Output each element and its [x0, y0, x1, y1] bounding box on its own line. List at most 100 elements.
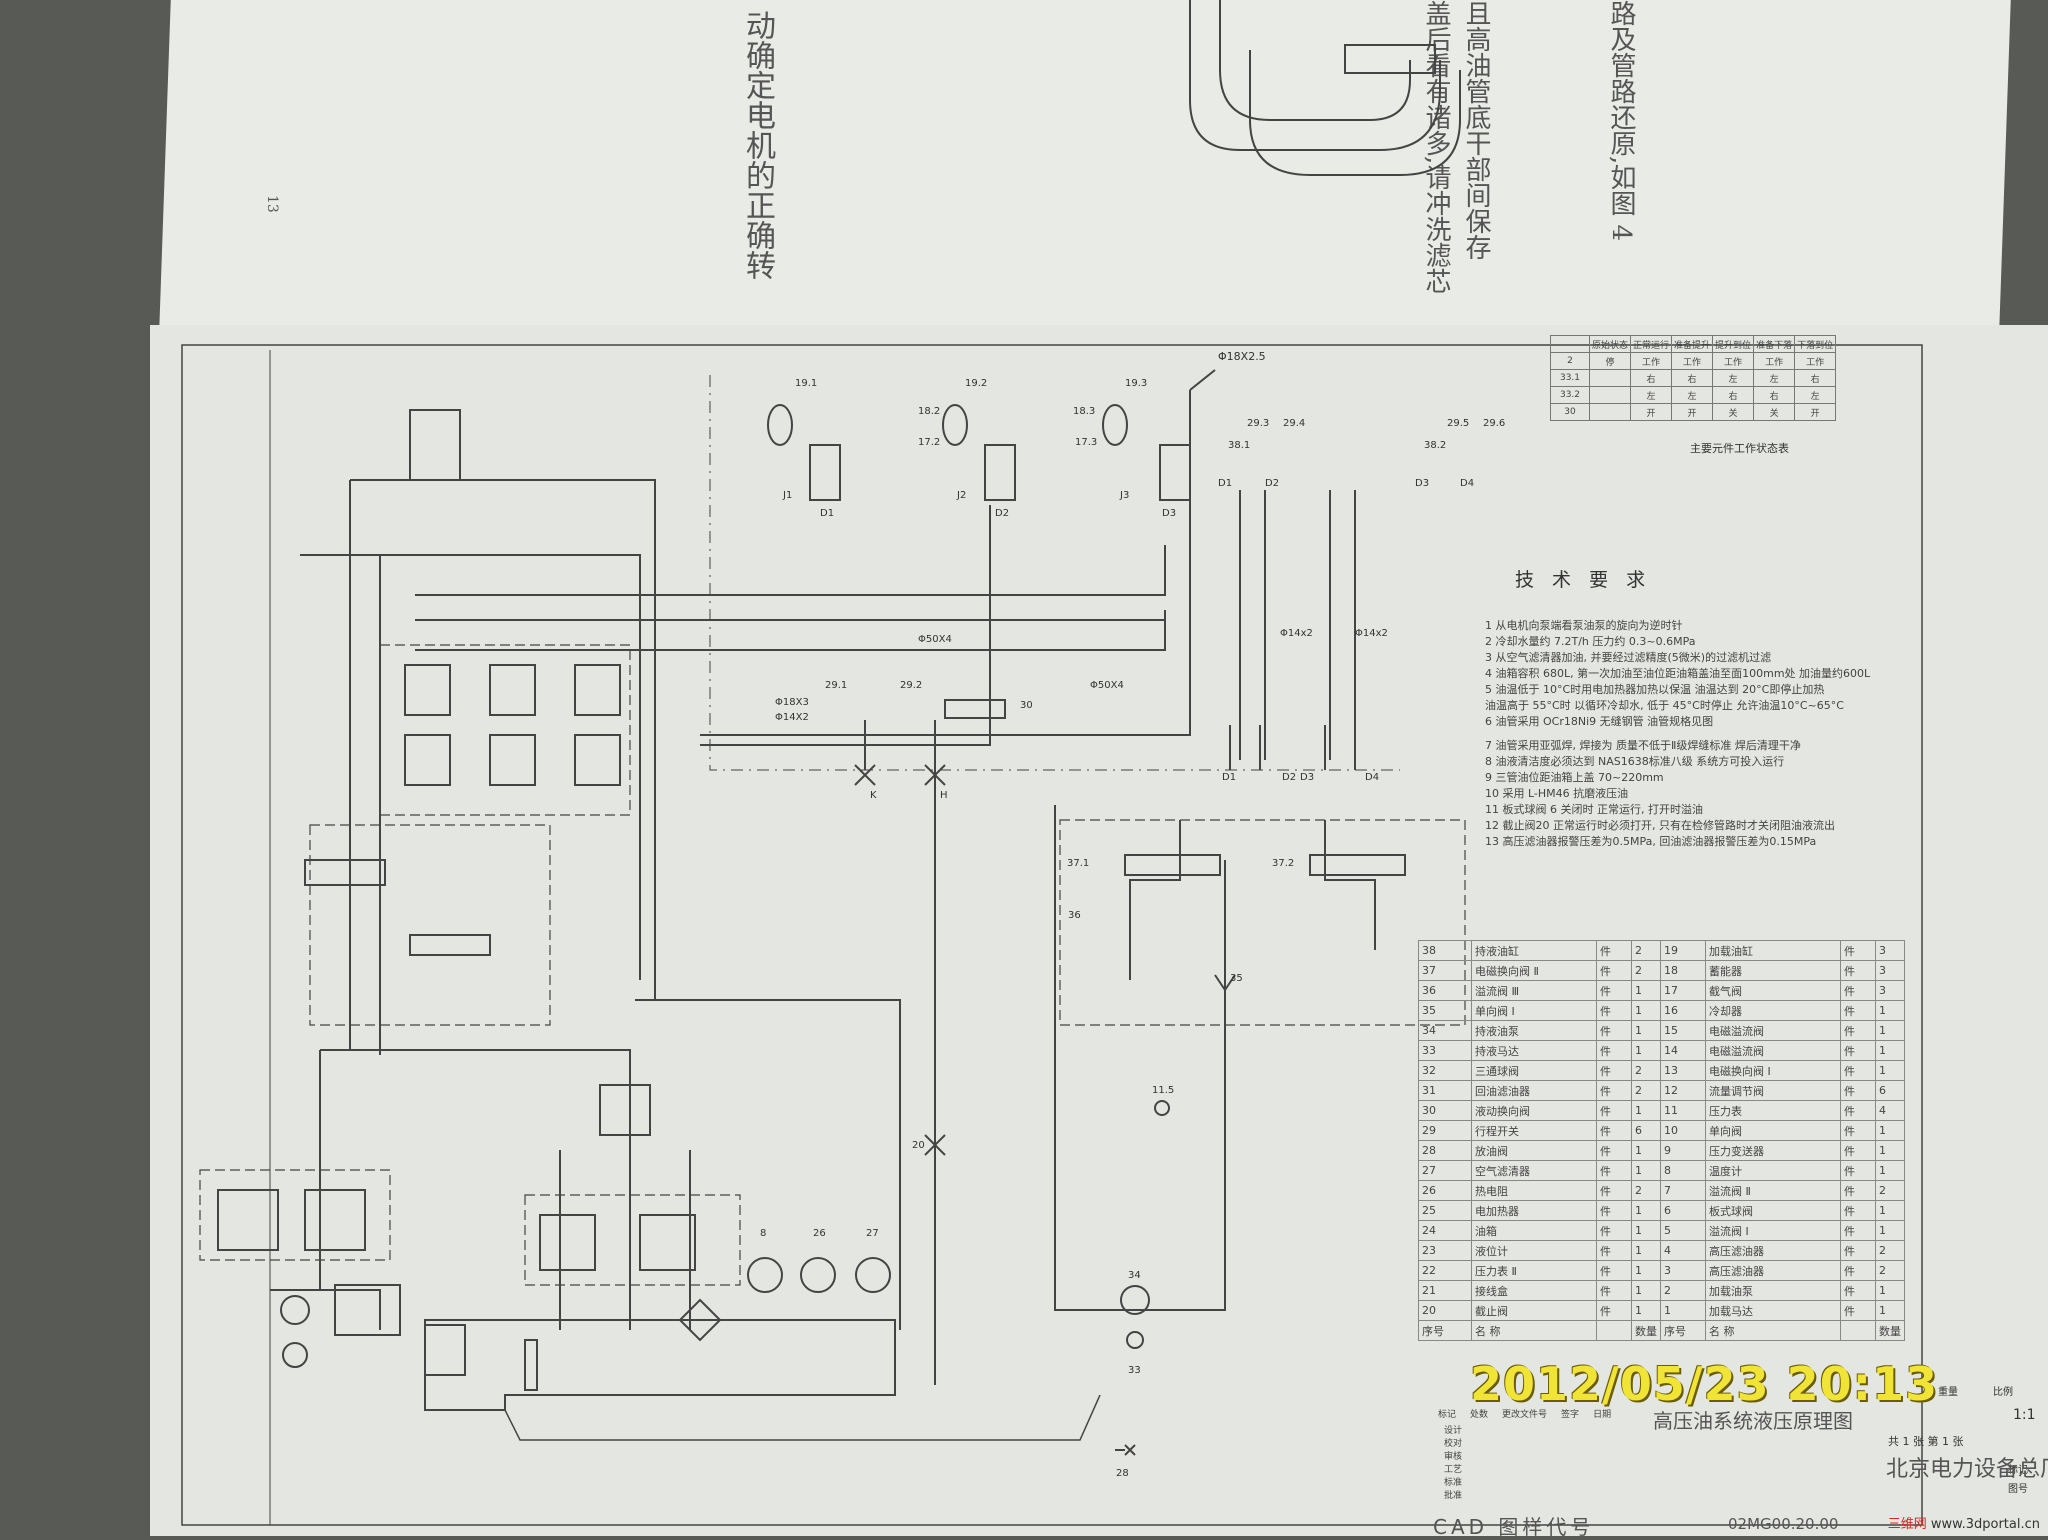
bom-cell: 3	[1660, 1260, 1706, 1281]
bom-cell: 电加热器	[1471, 1200, 1597, 1221]
bom-cell: 8	[1660, 1160, 1706, 1181]
bom-cell: 名 称	[1471, 1320, 1597, 1341]
label-acc-19-3: 19.3	[1125, 378, 1148, 389]
bom-cell: 3	[1875, 980, 1905, 1001]
label-acc-18-2: 18.2	[918, 406, 941, 417]
right-label-scale: 比例	[1993, 1387, 2013, 1398]
bom-cell: 件	[1596, 1180, 1632, 1201]
status-cell: 关	[1753, 403, 1796, 421]
status-header: 准备下落	[1753, 335, 1796, 353]
thermometer-8	[747, 1257, 783, 1293]
bom-cell: 件	[1840, 1180, 1876, 1201]
tech-req-item: 12 截止阀20 正常运行时必须打开, 只有在检修管路时才关闭阻油液流出	[1485, 819, 1835, 832]
label-gauge-11-5: 11.5	[1152, 1085, 1175, 1096]
status-cell	[1588, 369, 1632, 387]
bom-cell: 12	[1660, 1080, 1706, 1101]
revision-cols: 标记 处数 更改文件号 签字 日期	[1438, 1407, 1611, 1420]
status-header: 下落到位	[1794, 335, 1837, 353]
cylinder-j2	[984, 444, 1016, 501]
label-port-d2b: D2	[1282, 772, 1297, 783]
top-page-box	[1344, 44, 1436, 74]
bom-cell: 1	[1875, 1280, 1905, 1301]
bom-cell: 件	[1840, 1300, 1876, 1321]
watermark-url: www.3dportal.cn	[1930, 1517, 2040, 1532]
pipe-filters	[559, 1150, 691, 1330]
load-pump	[280, 1295, 310, 1325]
top-page-pipe-1	[1189, 0, 1441, 151]
bom-cell: 1	[1631, 1200, 1661, 1221]
bom-cell: 2	[1631, 940, 1661, 961]
pipe-37	[1129, 820, 1376, 980]
bom-cell: 持液马达	[1471, 1040, 1597, 1061]
role: 设计	[1444, 1426, 1463, 1436]
bom-cell: 热电阻	[1471, 1180, 1597, 1201]
tech-req-title: 技 术 要 求	[1515, 569, 1652, 591]
label-port-d1: D1	[1218, 478, 1233, 489]
bom-cell: 件	[1840, 1240, 1876, 1261]
bom-cell: 15	[1660, 1020, 1706, 1041]
bom-cell: 1	[1875, 1220, 1905, 1241]
bom-cell: 21	[1418, 1280, 1472, 1301]
bom-cell: 2	[1631, 1060, 1661, 1081]
label-cyl-d3: D3	[1162, 508, 1177, 519]
bom-cell: 件	[1840, 1080, 1876, 1101]
bom-cell: 6	[1660, 1200, 1706, 1221]
bom-cell: 1	[1875, 1120, 1905, 1141]
label-phi14x2-a: Φ14x2	[1280, 628, 1313, 639]
bom-cell: 20	[1418, 1300, 1472, 1321]
tech-req-item: 7 油管采用亚弧焊, 焊接为 质量不低于Ⅱ级焊缝标准 焊后清理干净	[1485, 739, 1801, 752]
bom-cell: 空气滤清器	[1471, 1160, 1597, 1181]
bom-cell: 持液油缸	[1471, 940, 1597, 961]
bom-cell: 油箱	[1471, 1220, 1597, 1241]
label-phi50x4-b: Φ50X4	[1090, 680, 1124, 691]
bom-cell: 件	[1596, 1240, 1632, 1261]
valve-37-2	[1309, 854, 1406, 876]
bom-cell: 35	[1418, 1000, 1472, 1021]
solenoid-valve-13	[304, 859, 386, 886]
photo-timestamp: 2012/05/23 20:13	[1470, 1357, 1939, 1411]
bom-cell: 溢流阀 Ⅱ	[1705, 1180, 1841, 1201]
right-label-mark: 标记	[2008, 1465, 2028, 1476]
status-cell: 2	[1550, 352, 1590, 370]
bom-cell: 24	[1418, 1220, 1472, 1241]
tech-req-item: 油温高于 55°C时 以循环冷却水, 低于 45°C时停止 允许油温10°C~6…	[1485, 699, 1844, 712]
bom-cell: 件	[1596, 1160, 1632, 1181]
label-sw-29-1: 29.1	[825, 680, 848, 691]
label-port-d2: D2	[1265, 478, 1280, 489]
status-cell: 开	[1630, 403, 1673, 421]
bom-cell: 6	[1631, 1120, 1661, 1141]
label-cyl-j2: J2	[957, 490, 967, 501]
bom-cell: 电磁换向阀 Ⅱ	[1471, 960, 1597, 981]
bom-cell: 4	[1875, 1100, 1905, 1121]
cad-label: CAD 图样代号	[1433, 1515, 1595, 1539]
label-acc-18-3: 18.3	[1073, 406, 1096, 417]
tech-req-item: 2 冷却水量约 7.2T/h 压力约 0.3~0.6MPa	[1485, 635, 1696, 648]
pipe-left-2	[300, 554, 641, 980]
pipe-main-1	[415, 545, 1166, 596]
label-valve-37-1: 37.1	[1067, 858, 1090, 869]
status-cell: 工作	[1630, 352, 1673, 370]
bom-cell: 件	[1596, 1040, 1632, 1061]
bom-cell: 10	[1660, 1120, 1706, 1141]
status-cell: 右	[1712, 386, 1755, 404]
bom-cell: 加载油泵	[1705, 1280, 1841, 1301]
bom-cell: 28	[1418, 1140, 1472, 1161]
tech-req-item: 8 油液清洁度必须达到 NAS1638标准八级 系统方可投入运行	[1485, 755, 1785, 768]
gauge-11-5	[1154, 1100, 1170, 1116]
label-acc-19-2: 19.2	[965, 378, 988, 389]
bom-cell: 温度计	[1705, 1160, 1841, 1181]
status-table-caption: 主要元件工作状态表	[1690, 442, 1789, 455]
bom-cell: 件	[1596, 940, 1632, 961]
bom-cell: 1	[1631, 1300, 1661, 1321]
label-phi14x2-b: Φ14x2	[1355, 628, 1388, 639]
bom-cell: 2	[1631, 960, 1661, 981]
right-label-weight: 重量	[1938, 1387, 1958, 1398]
tech-req-item: 6 油管采用 OCr18Ni9 无缝钢管 油管规格见图	[1485, 715, 1714, 728]
status-cell: 右	[1794, 369, 1837, 387]
